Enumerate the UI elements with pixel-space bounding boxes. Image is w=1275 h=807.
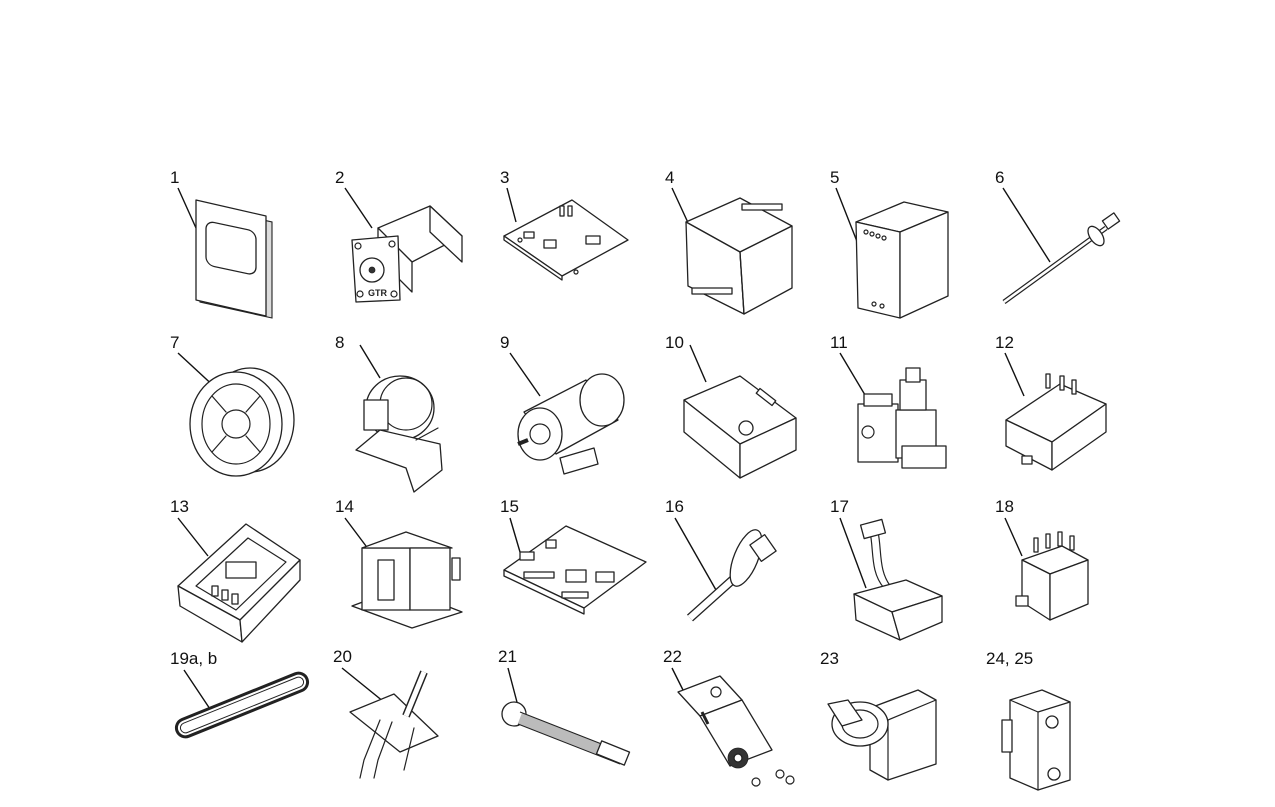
part-3: 3 — [500, 168, 629, 281]
part-number: 14 — [335, 497, 354, 516]
circuit-board-icon — [503, 199, 629, 281]
gas-valve-icon — [857, 367, 947, 469]
relay-icon — [1005, 373, 1107, 471]
part-number: 19a, b — [170, 649, 217, 668]
part-number: 16 — [665, 497, 684, 516]
part-11: 11 — [830, 333, 947, 469]
part-number: 3 — [500, 168, 509, 187]
gear-motor-icon: GTR — [351, 205, 463, 303]
part-9: 9 — [500, 333, 625, 475]
control-module-icon — [685, 197, 793, 315]
contactor-icon — [1015, 531, 1089, 621]
part-21: 21 — [498, 647, 631, 766]
part-number: 18 — [995, 497, 1014, 516]
part-16: 16 — [665, 497, 777, 622]
part-number: 11 — [830, 333, 848, 352]
part-7: 7 — [170, 333, 295, 477]
part-number: 9 — [500, 333, 509, 352]
part-24-25: 24, 25 — [986, 649, 1071, 791]
part-number: 4 — [665, 168, 674, 187]
transformer-icon — [351, 531, 463, 629]
part-number: 2 — [335, 168, 344, 187]
part-22: 22 — [663, 647, 795, 787]
part-6: 6 — [995, 168, 1121, 305]
part-number: 22 — [663, 647, 682, 666]
part-23: 23 — [820, 649, 937, 781]
part-12: 12 — [995, 333, 1107, 471]
display-window-icon — [195, 199, 273, 319]
sensor-module-icon — [853, 518, 943, 641]
part-15: 15 — [500, 497, 647, 615]
ignition-control-icon — [683, 375, 797, 479]
part-number: 1 — [170, 168, 179, 187]
mounting-bracket-icon — [677, 675, 795, 787]
pressure-switch-icon — [355, 375, 443, 493]
igniter-electrode-icon — [349, 670, 439, 779]
axial-fan-icon — [189, 367, 295, 477]
part-18: 18 — [995, 497, 1089, 621]
part-number: 24, 25 — [986, 649, 1033, 668]
part-number: 20 — [333, 647, 352, 666]
part-number: 13 — [170, 497, 189, 516]
electric-motor-icon — [517, 373, 625, 475]
part-number: 17 — [830, 497, 849, 516]
part-10: 10 — [665, 333, 797, 479]
flanged-sensor-icon — [686, 529, 777, 622]
part-number: 5 — [830, 168, 839, 187]
probe-rod-icon — [1002, 212, 1121, 305]
part-1: 1 — [170, 168, 273, 319]
knob-switch-icon — [827, 689, 937, 781]
part-number: 21 — [498, 647, 517, 666]
part-13: 13 — [170, 497, 301, 643]
part-19: 19a, b — [170, 649, 310, 739]
part-number: 15 — [500, 497, 519, 516]
part-number: 6 — [995, 168, 1004, 187]
part-number: 7 — [170, 333, 179, 352]
part-4: 4 — [665, 168, 793, 315]
part-17: 17 — [830, 497, 943, 641]
part-8: 8 — [335, 333, 443, 493]
terminal-block-icon — [1001, 689, 1071, 791]
ignition-cable-icon — [501, 701, 631, 766]
motor-marking: GTR — [368, 288, 387, 298]
drive-belt-icon — [174, 671, 310, 739]
terminal-box-icon — [177, 523, 301, 643]
part-number: 10 — [665, 333, 684, 352]
control-board-icon — [503, 525, 647, 615]
part-14: 14 — [335, 497, 463, 629]
part-5: 5 — [830, 168, 949, 319]
part-number: 23 — [820, 649, 839, 668]
part-2: 2 GTR — [335, 168, 463, 303]
part-number: 8 — [335, 333, 344, 352]
part-20: 20 — [333, 647, 439, 779]
din-rail-module-icon — [855, 201, 949, 319]
part-number: 12 — [995, 333, 1014, 352]
